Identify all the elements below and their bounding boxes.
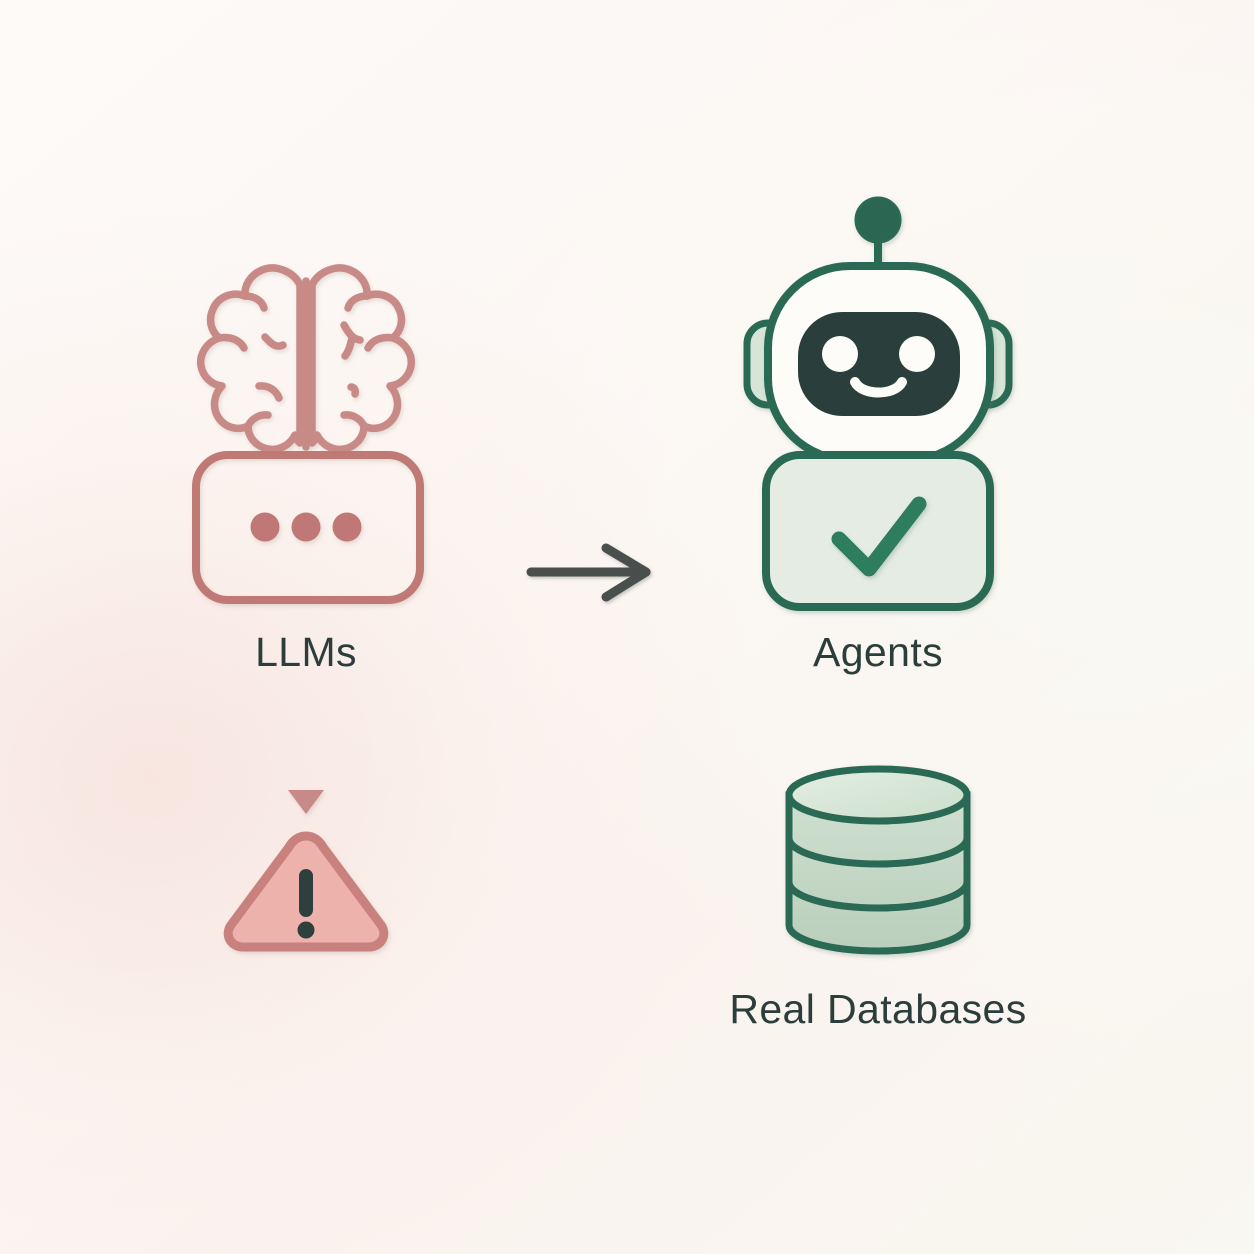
exclamation-mark-icon bbox=[297, 869, 315, 939]
typing-dots-icon bbox=[250, 512, 362, 542]
node-label-real-databases: Real Databases bbox=[729, 986, 1027, 1032]
node-label-llms: LLMs bbox=[255, 629, 357, 675]
robot-eye-right-icon bbox=[899, 336, 935, 372]
arrow-llms-to-agents bbox=[526, 543, 651, 602]
checkmark-icon bbox=[831, 496, 927, 577]
brain-icon bbox=[196, 264, 416, 454]
robot-eye-left-icon bbox=[822, 336, 858, 372]
robot-face-icon bbox=[798, 312, 960, 416]
warning-triangle-icon bbox=[223, 831, 389, 952]
dashed-arrowhead-down bbox=[288, 790, 324, 814]
robot-smile-icon bbox=[850, 377, 907, 398]
chat-bubble-icon bbox=[192, 451, 424, 604]
robot-body-icon bbox=[762, 451, 994, 611]
node-label-agents: Agents bbox=[812, 629, 944, 675]
database-cylinder-icon bbox=[785, 765, 971, 955]
